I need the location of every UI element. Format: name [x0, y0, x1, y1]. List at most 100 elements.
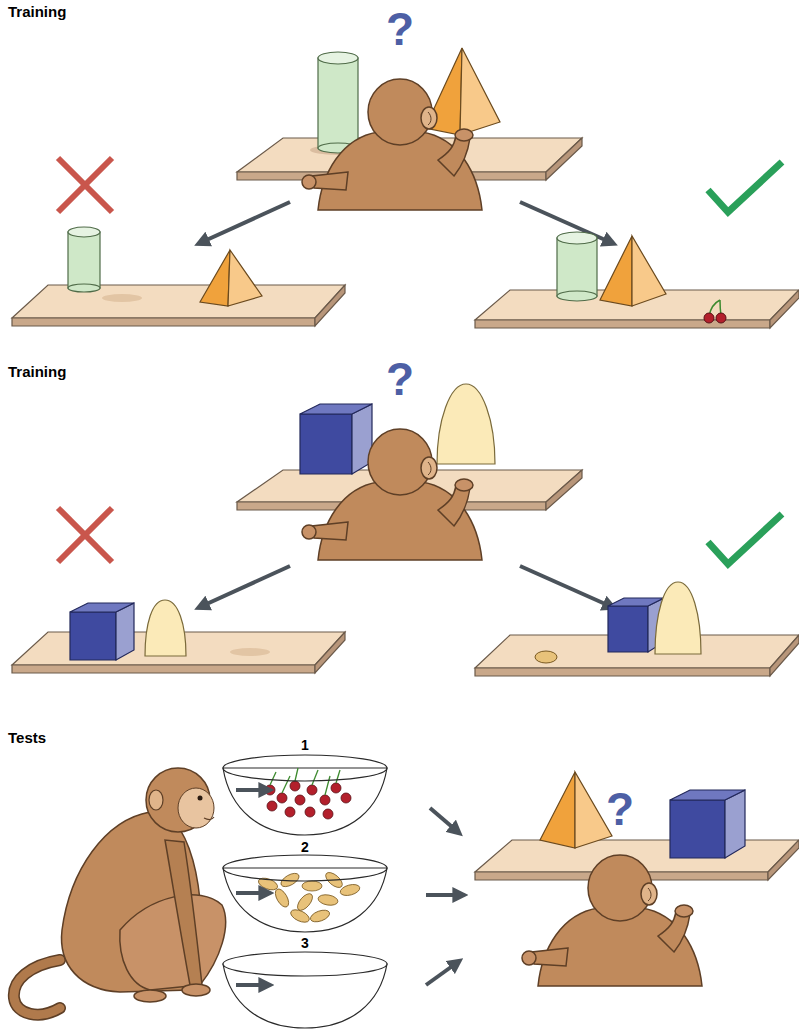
cherry-bowl-g-circle	[285, 807, 295, 817]
outcome-reward-2-polygon	[770, 635, 799, 676]
training-scene-1-rect	[318, 58, 358, 148]
test-scene-use	[522, 855, 702, 986]
sitting-monkey-ellipse	[149, 790, 163, 810]
wrong-mark	[58, 508, 112, 562]
sitting-monkey-path	[120, 895, 226, 990]
cherry-bowl-g-path	[325, 776, 330, 795]
cherry-bowl-g-circle	[267, 801, 277, 811]
sitting-monkey	[14, 768, 226, 1015]
sitting-monkey-path	[14, 960, 60, 1015]
cherry-bowl-g-circle	[290, 781, 300, 791]
peanut-bowl	[223, 855, 387, 932]
training-scene-2-path	[437, 384, 495, 464]
outcome-empty-2-ellipse	[230, 648, 270, 656]
outcome-empty-2-polygon	[70, 603, 134, 612]
training-scene-1-polygon	[546, 138, 582, 180]
question-mark: ?	[386, 356, 414, 402]
question-mark: ?	[606, 786, 634, 832]
empty-bowl-ellipse	[223, 952, 387, 976]
callout-number: 1	[301, 738, 309, 753]
outcome-reward-1-polygon	[770, 290, 799, 328]
outcome-reward-1-polygon	[600, 236, 632, 306]
peanut-bowl-g-ellipse	[289, 907, 311, 925]
panel-heading: Training	[8, 4, 66, 21]
cherry-bowl-g-circle	[323, 809, 333, 819]
outcome-reward-1-circle	[716, 313, 726, 323]
test-scene-polygon	[768, 840, 799, 880]
outcome-empty-1-polygon	[200, 250, 230, 306]
wrong-mark	[58, 158, 112, 212]
outcome-reward-1	[475, 232, 799, 328]
sitting-monkey-path	[14, 960, 60, 1015]
callout-number: 3	[301, 936, 309, 951]
outcome-reward-2-ellipse	[535, 651, 557, 663]
cherry-bowl-g-circle	[277, 793, 287, 803]
arrow-line	[236, 891, 268, 895]
outcome-empty-1-polygon	[12, 285, 345, 318]
outcome-reward-1-circle	[704, 313, 714, 323]
sitting-monkey-path	[204, 817, 214, 819]
training-scene-2-polygon	[546, 470, 582, 510]
outcome-reward-1-ellipse	[557, 232, 597, 244]
outcome-empty-1	[12, 227, 345, 326]
outcome-empty-1-ellipse	[102, 294, 142, 302]
panel-heading: Tests	[8, 730, 46, 747]
cherry-bowl-g-circle	[295, 795, 305, 805]
wrong-mark-line	[58, 158, 112, 212]
cherry-bowl-g-circle	[305, 807, 315, 817]
cherry-bowl-g	[265, 781, 351, 819]
peanut-bowl-g-ellipse	[295, 891, 316, 913]
training-scene-2-use	[302, 429, 482, 560]
cherry-bowl-g-circle	[320, 795, 330, 805]
arrow-line	[426, 962, 458, 985]
cherry-bowl-g-path	[282, 776, 290, 793]
sitting-monkey-path	[165, 840, 202, 985]
sitting-monkey-ellipse	[178, 788, 214, 828]
peanut-bowl-ellipse	[223, 855, 387, 881]
arrow	[236, 790, 462, 985]
arrow	[200, 202, 290, 243]
outcome-reward-1-polygon	[632, 236, 666, 306]
outcome-empty-1-ellipse	[68, 284, 100, 292]
outcome-reward-2-polygon	[608, 606, 648, 652]
arrow-line	[426, 893, 462, 897]
outcome-reward-1-polygon	[475, 320, 770, 328]
panel-heading: Training	[8, 364, 66, 381]
training-scene-1	[237, 48, 582, 210]
cherry-bowl	[223, 755, 387, 835]
test-scene-polygon	[540, 772, 575, 848]
training-scene-2	[237, 384, 582, 560]
cherry-bowl-g-circle	[331, 783, 341, 793]
outcome-empty-2-polygon	[70, 612, 116, 660]
arrow	[200, 566, 290, 607]
correct-mark	[708, 162, 782, 212]
test-scene	[475, 772, 799, 986]
cherry-bowl-g-path	[336, 770, 340, 783]
callout-number: 2	[301, 840, 309, 855]
peanut-bowl-g-ellipse	[309, 908, 331, 924]
training-scene-1-polygon	[460, 48, 500, 135]
training-scene-1-ellipse	[318, 52, 358, 64]
outcome-reward-1-rect	[557, 238, 597, 296]
outcome-reward-2	[475, 582, 799, 676]
outcome-empty-2-polygon	[315, 632, 345, 673]
outcome-reward-2-polygon	[475, 668, 770, 676]
outcome-reward-2-polygon	[608, 598, 664, 606]
arrow-line	[236, 788, 268, 792]
correct-mark	[708, 514, 782, 564]
test-scene-polygon	[670, 800, 725, 858]
cherry-bowl-g-circle	[341, 793, 351, 803]
outcome-reward-1-ellipse	[557, 291, 597, 301]
outcome-reward-2-path	[655, 582, 701, 654]
wrong-mark-line	[58, 158, 112, 212]
outcome-empty-2-polygon	[116, 603, 134, 660]
peanut-bowl-g-ellipse	[273, 887, 292, 909]
peanut-bowl-g-ellipse	[302, 881, 322, 891]
training-scene-2-polygon	[300, 414, 352, 474]
cherry-bowl-path	[223, 768, 387, 835]
question-mark: ?	[386, 6, 414, 52]
test-scene-polygon	[725, 790, 745, 858]
outcome-empty-2	[12, 600, 345, 673]
